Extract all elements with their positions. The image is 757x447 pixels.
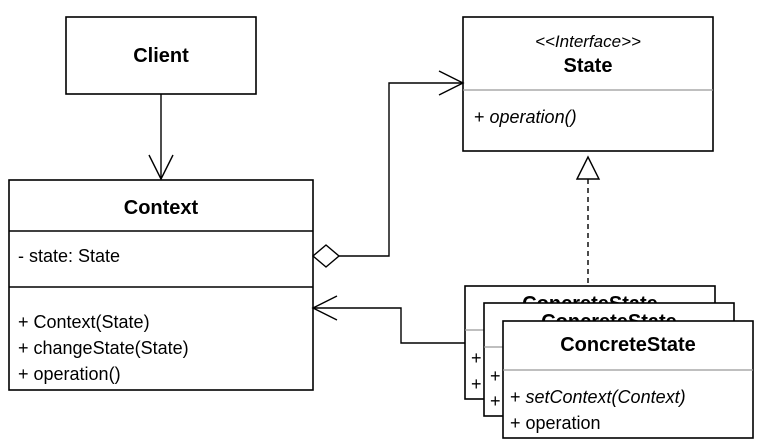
context-operation-operation: + operation() xyxy=(18,364,121,384)
client-class[interactable]: Client xyxy=(65,16,257,95)
concrete-state-op-1-text: + setContext(Context) xyxy=(510,387,686,407)
context-state-aggregation xyxy=(311,70,465,268)
hollow-triangle-icon xyxy=(575,155,601,180)
concrete-state-back-1-member: + xyxy=(471,348,482,368)
concrete-state-class[interactable]: ConcreteState + setContext(Context) + op… xyxy=(502,320,754,439)
state-interface[interactable]: <<Interface>> State + operation() xyxy=(462,16,714,152)
state-interface-name: State xyxy=(564,55,613,77)
concrete-state-back-2-member-2: + xyxy=(490,391,501,411)
state-operation: + operation() xyxy=(474,107,577,127)
context-operation-constructor: + Context(State) xyxy=(18,312,150,332)
client-class-name: Client xyxy=(133,45,189,67)
concrete-state-class-name: ConcreteState xyxy=(560,334,696,356)
concrete-state-back-2-member: + xyxy=(490,366,501,386)
context-attribute-state: - state: State xyxy=(18,246,120,266)
concrete-state-operation-operation: + operation xyxy=(510,413,601,433)
open-arrowhead-icon xyxy=(311,295,338,321)
concrete-state-operation-setcontext: + setContext(Context) xyxy=(510,387,686,407)
context-operation-changestate: + changeState(State) xyxy=(18,338,189,358)
context-class-name: Context xyxy=(124,197,199,219)
open-arrowhead-icon xyxy=(438,70,465,96)
concretestate-state-realization xyxy=(575,155,601,286)
open-arrowhead-icon xyxy=(148,154,174,181)
aggregation-diamond-icon xyxy=(311,244,341,268)
concrete-state-back-1-member-2: + xyxy=(471,374,482,394)
client-context-association xyxy=(148,94,174,181)
context-class[interactable]: Context - state: State + Context(State) … xyxy=(8,179,314,391)
concretestate-context-association xyxy=(311,295,465,344)
state-stereotype: <<Interface>> xyxy=(535,32,641,51)
